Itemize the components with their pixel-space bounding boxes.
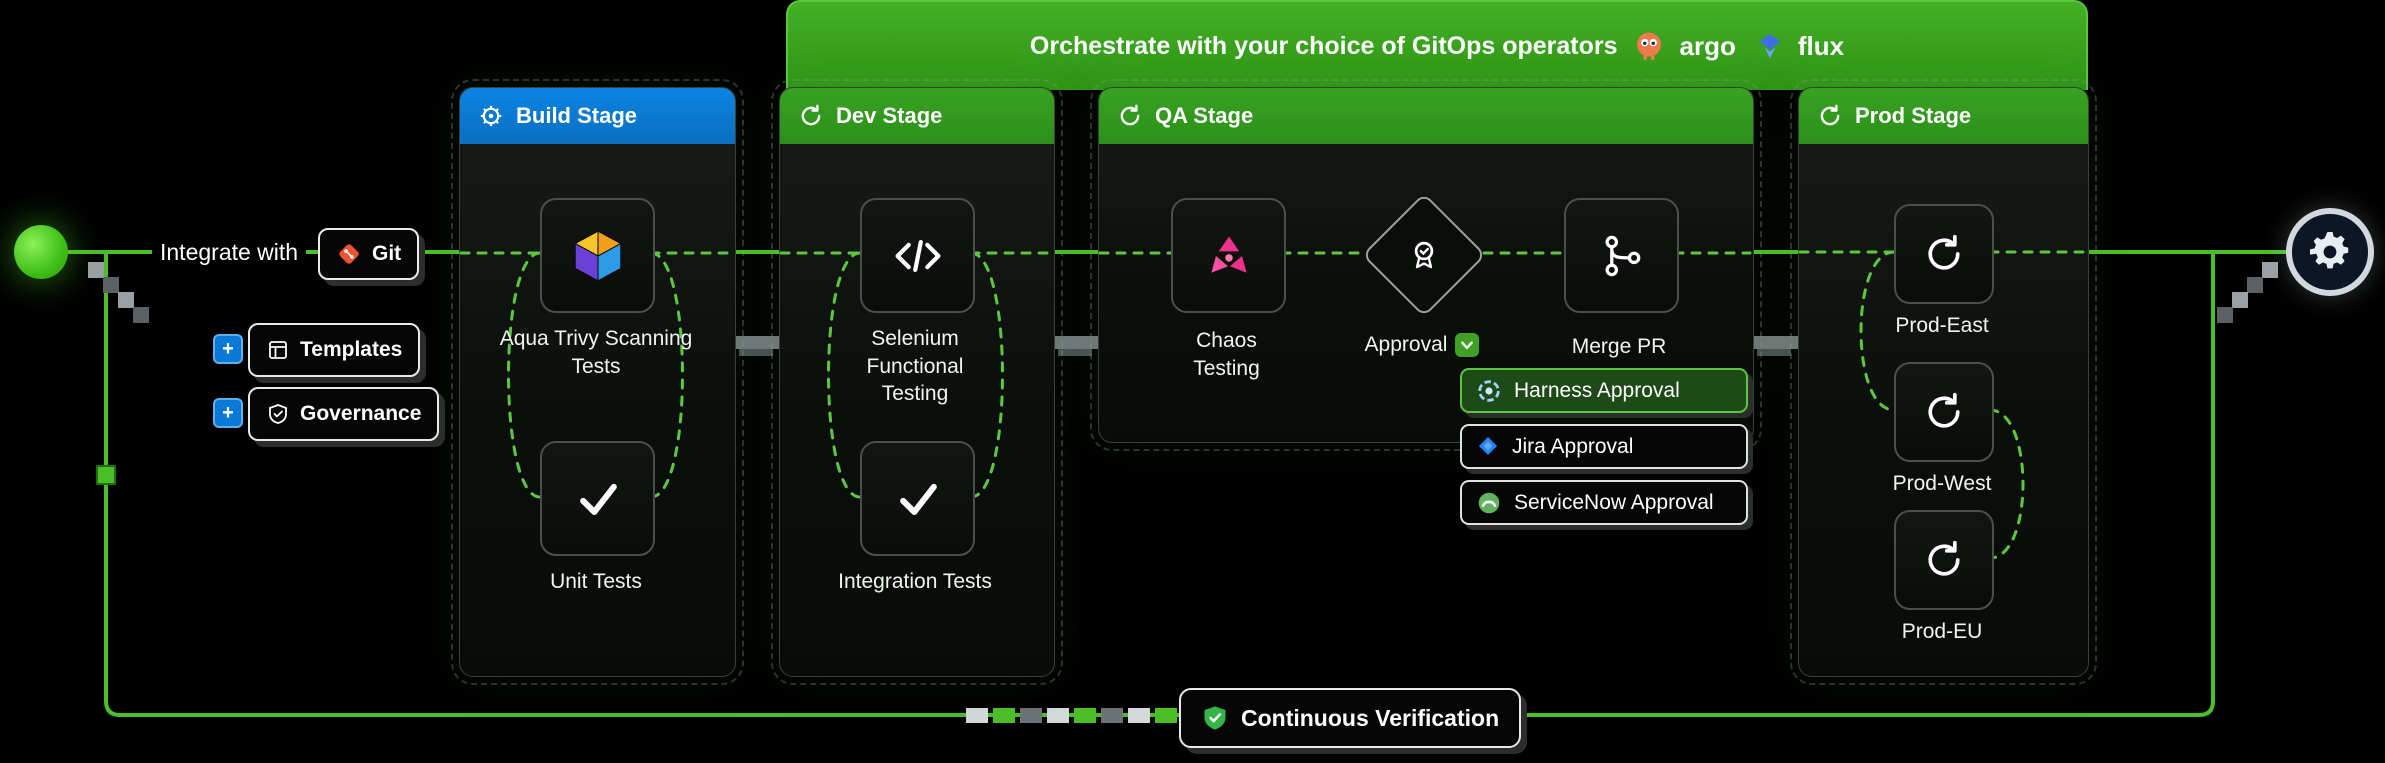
node-label: Integration Tests bbox=[838, 570, 992, 593]
dev-stage-header[interactable]: Dev Stage bbox=[780, 88, 1054, 144]
plus-icon: + bbox=[222, 402, 234, 424]
pixel-decoration bbox=[88, 262, 2278, 723]
approval-option-harness[interactable]: Harness Approval bbox=[1460, 368, 1748, 413]
pipeline-start-node bbox=[14, 225, 68, 279]
prod-stage-header[interactable]: Prod Stage bbox=[1799, 88, 2088, 144]
git-merge-icon bbox=[1596, 230, 1648, 282]
node-label: Prod-West bbox=[1892, 472, 1992, 495]
menu-item-label: Jira Approval bbox=[1512, 434, 1634, 458]
prod-eu-node[interactable] bbox=[1894, 510, 1994, 610]
governance-shield-icon bbox=[266, 402, 290, 426]
banner-text: Orchestrate with your choice of GitOps o… bbox=[1029, 31, 1618, 60]
add-governance-button[interactable]: + bbox=[213, 398, 243, 428]
chaos-testing-node[interactable] bbox=[1171, 198, 1286, 313]
stage-title: Dev Stage bbox=[836, 103, 943, 128]
node-label: Selenium Functional Testing bbox=[866, 327, 964, 406]
approval-node[interactable] bbox=[1361, 192, 1487, 318]
qa-stage-header[interactable]: QA Stage bbox=[1099, 88, 1753, 144]
cv-label: Continuous Verification bbox=[1241, 704, 1500, 731]
dev-stage-card[interactable]: Dev Stage bbox=[771, 79, 1063, 685]
governance-chip[interactable]: Governance bbox=[248, 387, 440, 441]
build-stage-card[interactable]: Build Stage bbox=[451, 79, 744, 685]
check-icon bbox=[892, 473, 944, 525]
node-label: Approval bbox=[1364, 333, 1448, 356]
prod-west-node[interactable] bbox=[1894, 362, 1994, 462]
gitops-sync-icon bbox=[1817, 103, 1843, 129]
trivy-cube-icon bbox=[569, 227, 627, 285]
node-label: Prod-EU bbox=[1901, 620, 1983, 643]
build-stage-header[interactable]: Build Stage bbox=[460, 88, 735, 144]
chip-label: Governance bbox=[300, 402, 422, 425]
node-label: Merge PR bbox=[1571, 335, 1667, 358]
node-label: Unit Tests bbox=[550, 570, 642, 593]
integrate-with-label: Integrate with bbox=[152, 237, 307, 268]
plus-icon: + bbox=[222, 338, 234, 360]
menu-item-label: ServiceNow Approval bbox=[1514, 490, 1714, 514]
chip-label: Git bbox=[372, 242, 402, 265]
approval-dropdown-chevron[interactable] bbox=[1455, 333, 1480, 357]
argo-icon bbox=[1632, 29, 1666, 63]
continuous-verification-chip[interactable]: Continuous Verification bbox=[1179, 688, 1522, 748]
templates-icon bbox=[266, 338, 290, 362]
node-label: Prod-East bbox=[1895, 314, 1989, 337]
gear-icon bbox=[2306, 228, 2354, 276]
check-icon bbox=[572, 473, 624, 525]
flux-label: flux bbox=[1797, 30, 1845, 61]
chaos-icon bbox=[1203, 230, 1255, 282]
gitops-sync-icon bbox=[1922, 390, 1966, 434]
stage-title: Build Stage bbox=[516, 103, 638, 128]
shield-check-icon bbox=[1201, 704, 1229, 732]
approval-label-row: Approval bbox=[1337, 333, 1507, 357]
argo-label: argo bbox=[1679, 30, 1736, 61]
selenium-node[interactable] bbox=[860, 198, 975, 313]
approval-option-jira[interactable]: Jira Approval bbox=[1460, 424, 1748, 469]
stage-title: Prod Stage bbox=[1855, 103, 1972, 128]
git-chip[interactable]: Git bbox=[318, 228, 420, 280]
menu-item-label: Harness Approval bbox=[1514, 378, 1680, 402]
helm-icon bbox=[478, 103, 504, 129]
flux-icon bbox=[1756, 32, 1784, 60]
node-label: Chaos Testing bbox=[1193, 329, 1260, 380]
chip-label: Templates bbox=[300, 338, 403, 361]
pipeline-end-node bbox=[2286, 208, 2374, 296]
node-label: Aqua Trivy Scanning Tests bbox=[499, 327, 693, 378]
gitops-banner: Orchestrate with your choice of GitOps o… bbox=[786, 0, 2088, 90]
templates-chip[interactable]: Templates bbox=[248, 323, 421, 377]
unit-tests-node[interactable] bbox=[540, 441, 655, 556]
add-templates-button[interactable]: + bbox=[213, 334, 243, 364]
code-icon bbox=[892, 230, 944, 282]
gitops-sync-icon bbox=[1922, 232, 1966, 276]
jira-icon bbox=[1476, 435, 1500, 459]
aqua-trivy-node[interactable] bbox=[540, 198, 655, 313]
gitops-sync-icon bbox=[1922, 538, 1966, 582]
gitops-sync-icon bbox=[798, 103, 824, 129]
stage-title: QA Stage bbox=[1155, 103, 1254, 128]
integration-tests-node[interactable] bbox=[860, 441, 975, 556]
servicenow-icon bbox=[1476, 490, 1502, 516]
merge-pr-node[interactable] bbox=[1564, 198, 1679, 313]
approval-badge-icon bbox=[1405, 236, 1443, 274]
approval-option-servicenow[interactable]: ServiceNow Approval bbox=[1460, 480, 1748, 525]
gitops-sync-icon bbox=[1117, 103, 1143, 129]
git-icon bbox=[336, 241, 362, 267]
prod-east-node[interactable] bbox=[1894, 204, 1994, 304]
harness-logo-icon bbox=[1476, 378, 1502, 404]
